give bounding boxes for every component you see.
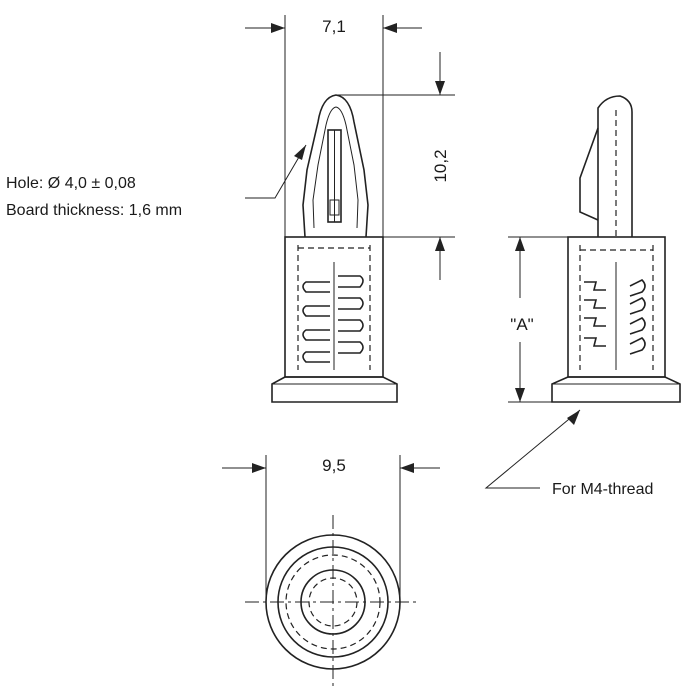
front-flange <box>271 376 398 403</box>
dim-base-width-label: 9,5 <box>322 456 346 475</box>
dim-base-width: 9,5 <box>222 455 440 602</box>
front-thread-pattern <box>302 262 364 370</box>
thread-leader <box>484 409 581 489</box>
side-thread-pattern <box>584 262 646 370</box>
dim-pin-height-label: 10,2 <box>431 149 450 182</box>
side-pin-barb <box>579 127 599 221</box>
dim-pin-height: 10,2 <box>336 52 455 280</box>
front-pin-outline <box>302 94 369 238</box>
front-view <box>271 94 398 403</box>
board-thickness-annotation: Board thickness: 1,6 mm <box>6 202 182 219</box>
dim-body-height: "A" <box>508 236 568 403</box>
hole-annotation: Hole: Ø 4,0 ± 0,08 <box>6 175 136 192</box>
side-flange <box>551 376 681 403</box>
bottom-view <box>245 515 420 688</box>
dim-body-height-label: "A" <box>510 315 533 334</box>
front-pin-slot-tab <box>329 199 340 216</box>
dim-top-width: 7,1 <box>245 15 422 237</box>
side-pin-outline <box>597 95 633 237</box>
dim-top-width-label: 7,1 <box>322 17 346 36</box>
side-view <box>551 95 681 403</box>
front-pin-inner <box>312 106 359 229</box>
thread-annotation: For M4-thread <box>552 481 653 498</box>
hole-leader <box>245 144 307 199</box>
